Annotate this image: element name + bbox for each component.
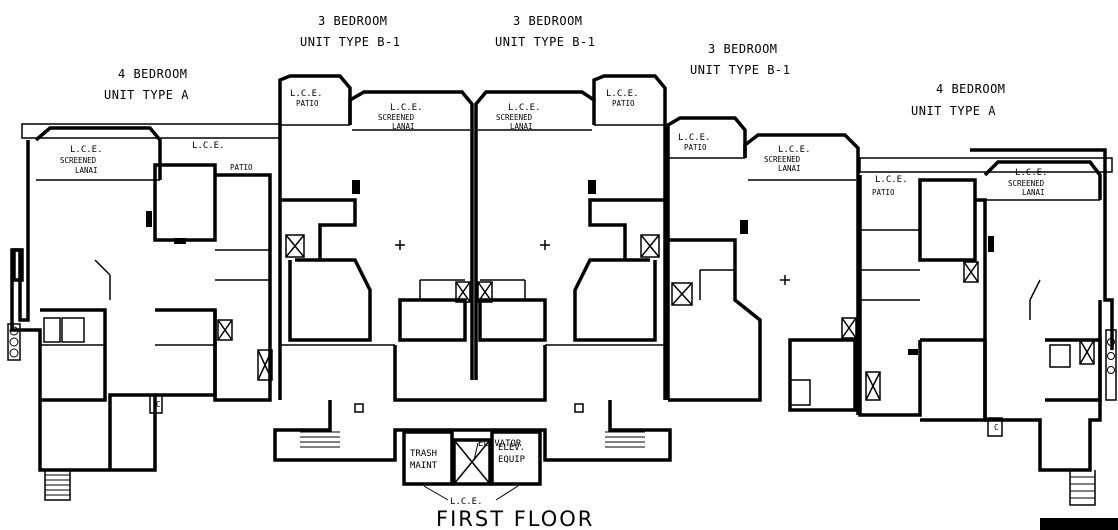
svg-text:ELEV.: ELEV.: [498, 443, 525, 453]
closet-x-right-2: [865, 371, 881, 401]
lce-screened-lanai-left: L.C.E. SCREENED LANAI: [60, 145, 103, 175]
svg-text:MAINT: MAINT: [410, 461, 438, 471]
unit-label-right-a: 4 BEDROOM UNIT TYPE A: [911, 82, 1006, 118]
svg-text:L.C.E.: L.C.E.: [70, 145, 103, 155]
lce-screened-lanai-b1-one: L.C.E. SCREENED LANAI: [378, 103, 423, 131]
unit-b1-three: L.C.E. PATIO L.C.E. SCREENED LANAI: [666, 116, 860, 415]
stair-center-left: [300, 431, 340, 448]
svg-text:L.C.E.: L.C.E.: [1015, 168, 1048, 178]
closet-x-b1-one-2: [455, 281, 471, 303]
lce-screened-lanai-b1-two: L.C.E. SCREENED LANAI: [496, 103, 541, 131]
stair-right: [1069, 470, 1096, 506]
closet-x-b1-three-2: [841, 317, 857, 339]
svg-text:SCREENED: SCREENED: [1008, 179, 1045, 188]
unit-b1-two: L.C.E. SCREENED LANAI L.C.E. PATIO: [474, 74, 667, 400]
lce-core-label: L.C.E.: [450, 497, 483, 507]
svg-text:PATIO: PATIO: [612, 99, 635, 108]
svg-text:TRASH: TRASH: [410, 449, 437, 459]
wall-circles-right: [1105, 329, 1117, 401]
lce-patio-b1-three: L.C.E. PATIO: [678, 133, 711, 152]
lce-patio-b1-two: L.C.E. PATIO: [606, 89, 639, 108]
svg-text:L.C.E.: L.C.E.: [875, 175, 908, 185]
unit-label-b1-three: 3 BEDROOM UNIT TYPE B-1: [690, 42, 790, 77]
lce-patio-b1-one: L.C.E. PATIO: [290, 89, 323, 108]
svg-text:SCREENED: SCREENED: [496, 113, 533, 122]
stair-center-right: [605, 431, 645, 448]
closet-x-b1-three-1: [671, 282, 693, 306]
svg-text:LANAI: LANAI: [75, 166, 98, 175]
stair-left: [44, 470, 71, 501]
svg-text:UNIT TYPE B-1: UNIT TYPE B-1: [300, 35, 400, 49]
svg-text:UNIT TYPE B-1: UNIT TYPE B-1: [690, 63, 790, 77]
closet-x-right-3: [1079, 339, 1095, 365]
svg-text:L.C.E.: L.C.E.: [678, 133, 711, 143]
svg-text:LANAI: LANAI: [510, 122, 533, 131]
lce-screened-lanai-right: L.C.E. SCREENED LANAI: [1008, 168, 1048, 197]
lce-patio-right: L.C.E. PATIO: [872, 175, 908, 197]
svg-text:SCREENED: SCREENED: [764, 155, 801, 164]
svg-text:L.C.E.: L.C.E.: [290, 89, 323, 99]
svg-text:UNIT TYPE A: UNIT TYPE A: [911, 104, 996, 118]
unit-label-left-a: 4 BEDROOM UNIT TYPE A: [104, 67, 189, 102]
svg-text:LANAI: LANAI: [1022, 188, 1045, 197]
svg-text:3 BEDROOM: 3 BEDROOM: [513, 14, 583, 28]
unit-right-type-a: C L.C.E. PATIO L.C.E. SCREENED LANAI: [858, 148, 1117, 506]
svg-text:4 BEDROOM: 4 BEDROOM: [936, 82, 1006, 96]
service-core: TRASH MAINT ELEV. EQUIP ELEVATOR L.C.E.: [402, 430, 542, 507]
unit-label-b1-one: 3 BEDROOM UNIT TYPE B-1: [300, 14, 400, 49]
scale-bar: [1040, 518, 1118, 530]
wall-electrical-circles: [7, 323, 21, 361]
svg-text:UNIT TYPE A: UNIT TYPE A: [104, 88, 189, 102]
lce-patio-left: L.C.E. PATIO: [192, 141, 253, 172]
floor-title: FIRST FLOOR: [436, 507, 594, 530]
svg-text:PATIO: PATIO: [872, 188, 895, 197]
closet-x-left-2: [257, 349, 273, 381]
svg-text:C: C: [156, 400, 161, 409]
unit-b1-one: L.C.E. PATIO L.C.E. SCREENED LANAI: [278, 74, 474, 400]
central-corridor: [273, 344, 672, 462]
svg-text:SCREENED: SCREENED: [378, 113, 415, 122]
closet-x-b1-one-1: [285, 234, 305, 258]
closet-x-b1-two-1: [640, 234, 660, 258]
elevator-label: ELEVATOR: [478, 439, 522, 449]
svg-text:3 BEDROOM: 3 BEDROOM: [318, 14, 388, 28]
closet-x-left-1: [217, 319, 233, 341]
lce-screened-lanai-b1-three: L.C.E. SCREENED LANAI: [764, 145, 811, 173]
unit-label-b1-two: 3 BEDROOM UNIT TYPE B-1: [495, 14, 595, 49]
svg-text:L.C.E.: L.C.E.: [606, 89, 639, 99]
svg-text:PATIO: PATIO: [230, 163, 253, 172]
closet-x-right-1: [963, 261, 979, 283]
svg-text:PATIO: PATIO: [296, 99, 319, 108]
svg-text:LANAI: LANAI: [392, 122, 415, 131]
svg-text:L.C.E.: L.C.E.: [778, 145, 811, 155]
svg-text:EQUIP: EQUIP: [498, 455, 526, 465]
svg-text:LANAI: LANAI: [778, 164, 801, 173]
svg-text:PATIO: PATIO: [684, 143, 707, 152]
svg-text:4 BEDROOM: 4 BEDROOM: [118, 67, 188, 81]
svg-text:C: C: [994, 423, 999, 432]
svg-text:3 BEDROOM: 3 BEDROOM: [708, 42, 778, 56]
svg-text:UNIT TYPE B-1: UNIT TYPE B-1: [495, 35, 595, 49]
unit-left-type-a: C L.C.E. SCREENED LANAI L.C.E. PATIO: [7, 123, 281, 501]
svg-text:L.C.E.: L.C.E.: [192, 141, 225, 151]
svg-text:L.C.E.: L.C.E.: [390, 103, 423, 113]
svg-text:SCREENED: SCREENED: [60, 156, 97, 165]
svg-text:L.C.E.: L.C.E.: [508, 103, 541, 113]
closet-x-b1-two-2: [477, 281, 493, 303]
